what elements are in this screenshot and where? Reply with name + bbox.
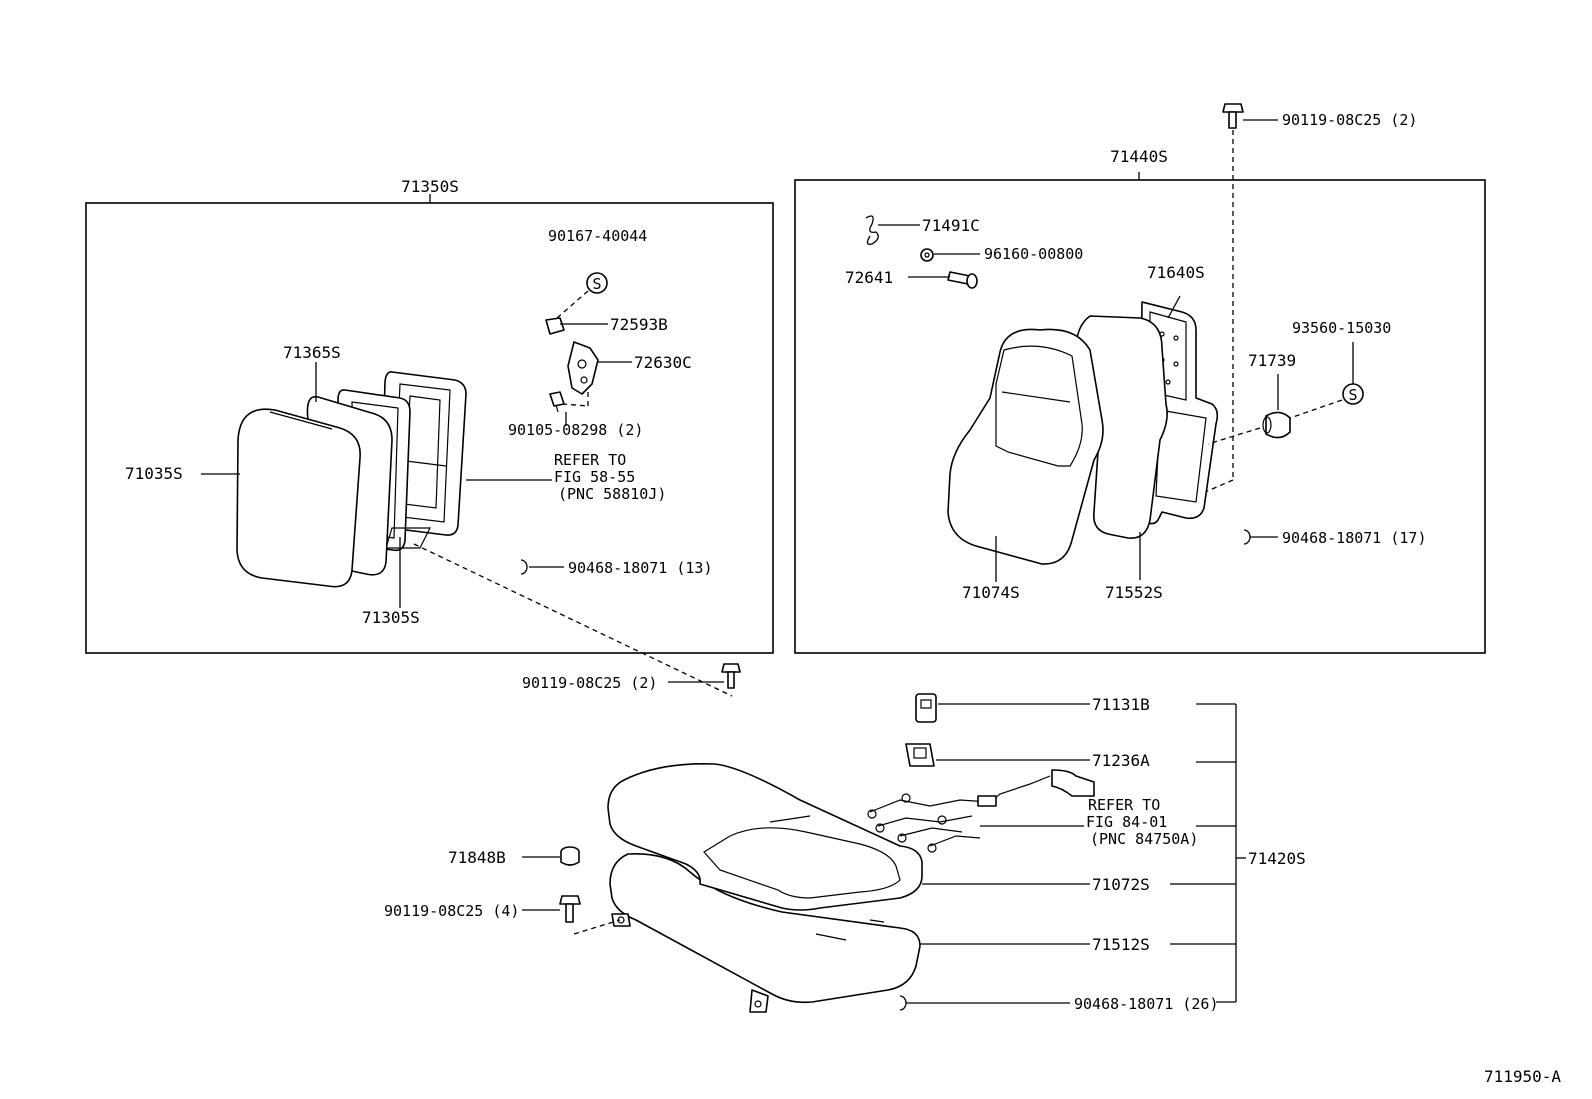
part-label-90119-08c25-top: 90119-08C25 (2) [1282, 111, 1417, 129]
seatback-cover-icon [947, 328, 1104, 565]
part-label-71739: 71739 [1248, 351, 1296, 370]
part-label-90167-40044: 90167-40044 [548, 227, 647, 245]
part-label-71491c: 71491C [922, 216, 980, 235]
part-label-90468-18071-17: 90468-18071 (17) [1282, 529, 1427, 547]
part-label-71072s: 71072S [1092, 875, 1150, 894]
part-label-90119-08c25-bottom: 90119-08C25 (4) [384, 902, 519, 920]
part-label-71236a: 71236A [1092, 751, 1150, 770]
seat-cushion-pad-icon [609, 853, 921, 1013]
part-label-71365s: 71365S [283, 343, 341, 362]
clip-ring-icon-bottom [899, 995, 907, 1011]
bolt-top-icon [1222, 103, 1244, 129]
seal-icon-right: S [1342, 383, 1364, 405]
clip-ring-icon [520, 559, 528, 575]
part-label-72641: 72641 [845, 268, 893, 287]
bolt-icon [721, 663, 741, 689]
part-label-90119-08c25-left: 90119-08C25 (2) [522, 674, 657, 692]
cover-clip-icon [545, 317, 565, 335]
part-label-71074s: 71074S [962, 583, 1020, 602]
refer-fig-84-01-line3: (PNC 84750A) [1090, 830, 1198, 848]
refer-fig-58-55-line2: FIG 58-55 [554, 468, 635, 486]
group-label-71440s: 71440S [1110, 147, 1168, 166]
armrest-cushion-icon [236, 408, 361, 588]
part-label-71848b: 71848B [448, 848, 506, 867]
part-label-93560-15030: 93560-15030 [1292, 319, 1391, 337]
bolt-bottom-icon [559, 895, 581, 923]
part-label-72630c: 72630C [634, 353, 692, 372]
refer-fig-58-55-line3: (PNC 58810J) [558, 485, 666, 503]
part-label-71035s: 71035S [125, 464, 183, 483]
bumper-cap-icon [1262, 411, 1291, 439]
washer-icon [920, 248, 934, 262]
part-label-71512s: 71512S [1092, 935, 1150, 954]
clip-71131b-icon [915, 693, 937, 723]
screw-icon [549, 391, 565, 413]
part-label-71552s: 71552S [1105, 583, 1163, 602]
seat-heater-harness-icon [867, 769, 1095, 853]
part-label-90468-18071-26: 90468-18071 (26) [1074, 995, 1219, 1013]
spring-clip-icon [865, 215, 879, 245]
refer-fig-84-01-line1: REFER TO [1088, 796, 1160, 814]
part-label-71640s: 71640S [1147, 263, 1205, 282]
refer-fig-84-01-line2: FIG 84-01 [1086, 813, 1167, 831]
svg-text:S: S [592, 275, 601, 293]
group-label-71420s: 71420S [1248, 849, 1306, 868]
seal-icon: S [586, 272, 608, 294]
seat-cushion-cover-icon [607, 763, 923, 911]
refer-fig-58-55-line1: REFER TO [554, 451, 626, 469]
part-label-96160-00800: 96160-00800 [984, 245, 1083, 263]
part-label-71305s: 71305S [362, 608, 420, 627]
group-label-71350s: 71350S [401, 177, 459, 196]
svg-text:S: S [1348, 386, 1357, 404]
group-box-71440s [794, 179, 1486, 654]
lock-bracket-icon [567, 341, 599, 395]
figure-code: 711950-A [1484, 1067, 1561, 1086]
part-label-71131b: 71131B [1092, 695, 1150, 714]
bumper-71848b-icon [560, 846, 580, 866]
part-label-72593b: 72593B [610, 315, 668, 334]
clip-71236a-icon [905, 743, 935, 767]
pin-icon [947, 271, 978, 289]
part-label-90468-18071-13: 90468-18071 (13) [568, 559, 713, 577]
part-label-90105-08298: 90105-08298 (2) [508, 421, 643, 439]
clip-ring-icon-right [1243, 529, 1251, 545]
